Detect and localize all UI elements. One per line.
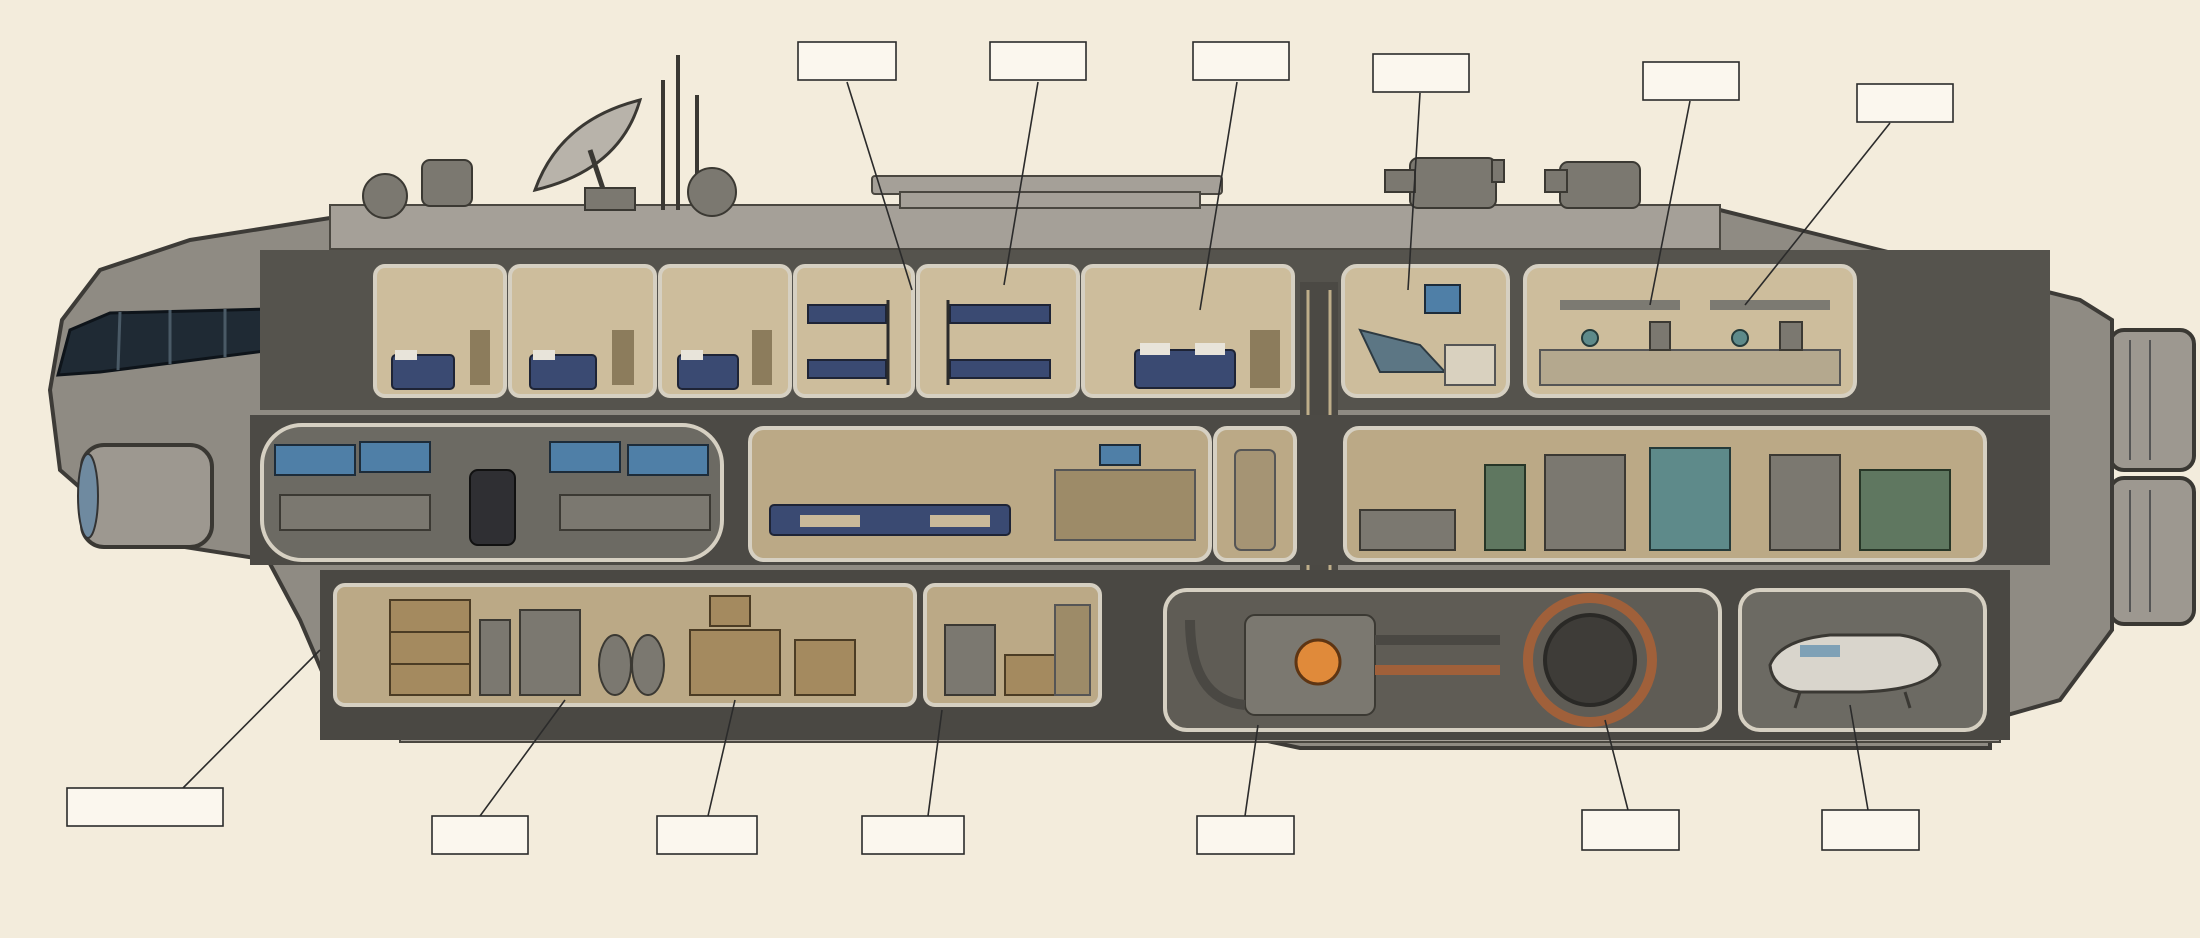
captain-quarters — [1081, 264, 1295, 398]
callout-life-support — [861, 815, 965, 855]
sensor-dome-icon — [362, 173, 408, 219]
side-engine-pod — [80, 443, 214, 549]
callout-labels-bottom — [66, 787, 1920, 855]
shuttle-bay — [1738, 588, 1987, 732]
cargo-hold — [333, 583, 917, 707]
callout-ring-drive — [1581, 809, 1680, 851]
corridor-door — [1213, 426, 1297, 562]
turret-icon — [421, 159, 473, 207]
upper-deck — [260, 250, 2050, 722]
captain-chair-icon — [469, 469, 516, 546]
callout-cockpit — [66, 787, 224, 827]
callout-captain-quarters — [1192, 41, 1290, 81]
life-support — [923, 583, 1102, 707]
medical-bay — [1341, 264, 1510, 398]
callout-cargo-hold — [431, 815, 529, 855]
callout-laboratory-equipment — [1856, 83, 1954, 123]
crew-mess — [748, 426, 1212, 562]
callout-bunk-room-2 — [989, 41, 1087, 81]
satellite-dish-icon — [532, 97, 643, 211]
callout-shuttle-bay — [1821, 809, 1920, 851]
engine-room — [1163, 588, 1722, 732]
turret-icon — [1384, 157, 1505, 209]
bunk-room-1 — [793, 264, 915, 398]
lower-deck — [320, 570, 2010, 740]
top-equipment — [362, 55, 1641, 219]
turret-icon — [1544, 161, 1641, 209]
callout-storage-crates — [656, 815, 758, 855]
crew-cabin-3 — [658, 264, 792, 398]
callout-reactor-core — [1196, 815, 1295, 855]
sensor-dome-icon — [687, 167, 737, 217]
laboratory — [1523, 264, 1857, 398]
crew-cabin-1 — [373, 264, 507, 398]
lower-thruster — [2108, 476, 2196, 626]
bunk-room-2 — [916, 264, 1080, 398]
ring-drive — [1523, 593, 1657, 727]
callout-bunk-room — [797, 41, 897, 81]
callout-labels-top — [797, 41, 1954, 123]
callout-medical-bay — [1372, 53, 1470, 93]
dorsal-plating — [329, 204, 1721, 250]
callout-leader-lines — [182, 81, 1891, 817]
callout-laboratory — [1642, 61, 1740, 101]
upper-thruster — [2108, 328, 2196, 472]
rear-thrusters — [2108, 328, 2196, 626]
shuttle-icon — [1768, 633, 1942, 694]
bridge — [260, 423, 724, 562]
middle-deck — [250, 415, 2050, 565]
reactor-core-glow — [1294, 638, 1342, 686]
crew-cabin-2 — [508, 264, 657, 398]
workshop — [1343, 426, 1987, 562]
